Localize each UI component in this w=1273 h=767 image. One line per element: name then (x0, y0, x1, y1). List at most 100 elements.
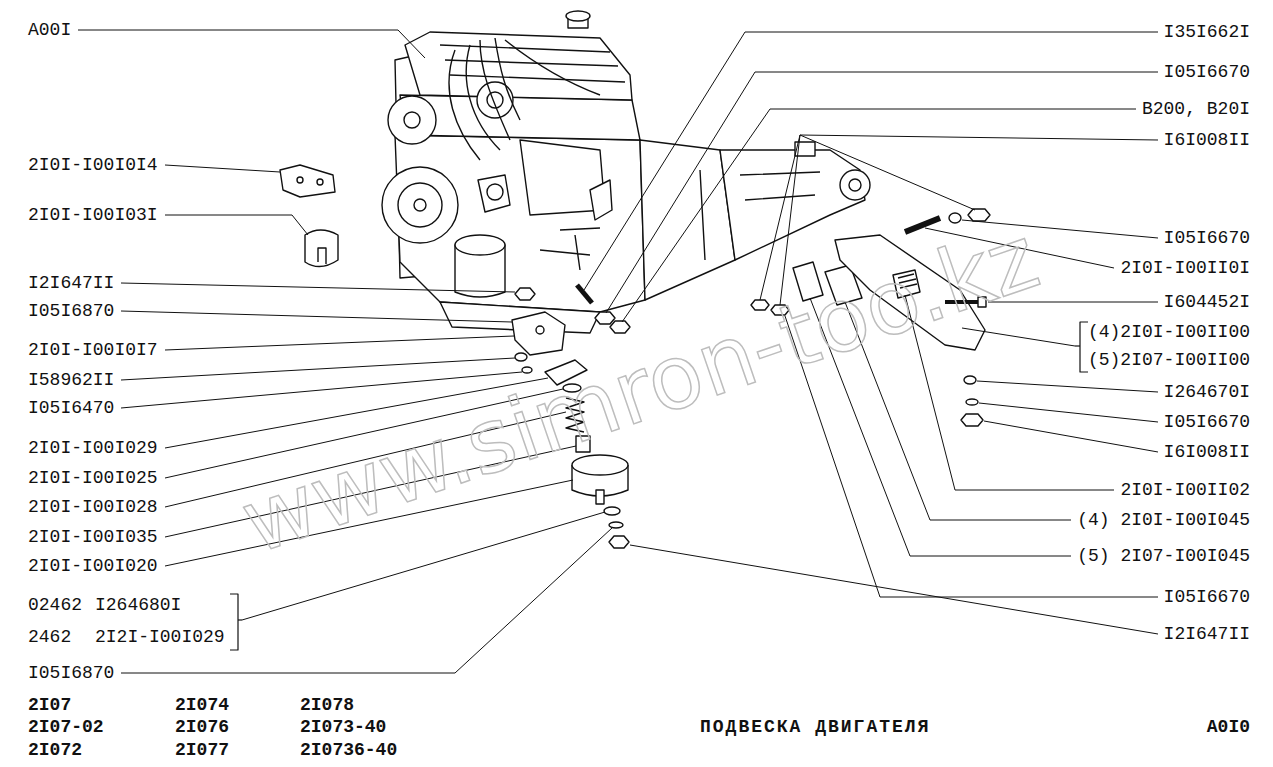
bracket (1075, 345, 1080, 346)
model-code: 2I0736-40 (300, 740, 397, 760)
part-number: 2I0I-I00I0I4 (28, 155, 158, 175)
bracket (230, 594, 238, 650)
rear-mount-parts (610, 321, 630, 333)
engine (440, 45, 625, 82)
leader-line (979, 403, 1158, 422)
front-mount-parts (280, 165, 335, 197)
leader-line (584, 32, 1158, 290)
part-number: I6I008II (1164, 130, 1250, 150)
rear-mount-parts (595, 312, 615, 324)
front-mount-parts (515, 288, 535, 300)
part-number: I264680I (95, 595, 181, 615)
part-number: I58962II (28, 370, 114, 390)
part-number: 2I0I-I00I035 (28, 527, 158, 547)
model-code: 2I078 (300, 695, 354, 715)
front-mount-parts (522, 367, 532, 373)
front-mount-parts (317, 179, 323, 185)
front-mount-parts (318, 248, 326, 264)
part-number: 2I2I-I00I029 (95, 627, 225, 647)
rear-mount-parts (964, 376, 976, 384)
leader-line (78, 30, 425, 58)
part-number: I2I647II (1164, 624, 1250, 644)
leader-line (121, 358, 515, 380)
engine (382, 167, 458, 243)
part-number: I6I008II (1164, 442, 1250, 462)
leader-line (165, 215, 308, 235)
part-number: I35I662I (1164, 22, 1250, 42)
part-number: 2I0I-I00I020 (28, 556, 158, 576)
part-number: B200, B20I (1142, 99, 1250, 119)
rear-mount-parts (966, 399, 978, 405)
sheet-code: A0I0 (1207, 717, 1250, 737)
leader-line (78, 30, 1158, 673)
front-mount-parts (604, 507, 620, 515)
part-number: 2I0I-I00I03I (28, 205, 158, 225)
front-mount-parts (596, 490, 604, 504)
part-number: I05I6670 (1164, 228, 1250, 248)
part-number: 2I0I-I00II02 (1120, 480, 1250, 500)
part-number: (5) 2I07-I00I045 (1077, 546, 1250, 566)
engine (455, 235, 505, 255)
part-number: (4) 2I0I-I00I045 (1077, 510, 1250, 530)
part-number: I05I6670 (1164, 587, 1250, 607)
model-code: 2I072 (28, 740, 82, 760)
engine (388, 96, 436, 144)
leader-line (165, 165, 280, 172)
front-mount-parts (609, 536, 629, 548)
part-number: 2I0I-I00I025 (28, 468, 158, 488)
part-number: I05I6670 (1164, 62, 1250, 82)
leader-line (121, 528, 612, 673)
part-number: 2462 (28, 627, 71, 647)
part-number: I05I6470 (28, 398, 114, 418)
part-number: (5)2I07-I00II00 (1088, 350, 1250, 370)
gearbox (840, 170, 870, 200)
part-number: I05I6870 (28, 301, 114, 321)
rear-mount-parts (949, 213, 961, 223)
engine (405, 32, 632, 100)
part-number: 2I0I-I00I028 (28, 497, 158, 517)
model-code: 2I07 (28, 695, 71, 715)
part-number: 2I0I-I00II0I (1120, 258, 1250, 278)
engine (487, 184, 503, 200)
model-code: 2I074 (175, 695, 229, 715)
engine (395, 135, 645, 312)
front-mount-parts (536, 326, 544, 334)
bracket (1080, 322, 1088, 372)
front-mount-parts (297, 177, 303, 183)
engine (398, 183, 442, 227)
part-number: I2I647II (28, 273, 114, 293)
leader-line (962, 328, 1075, 346)
rear-mount-parts (577, 285, 592, 303)
part-number: 2I0I-I00I0I7 (28, 340, 158, 360)
model-code: 2I077 (175, 740, 229, 760)
leader-line (977, 381, 1158, 392)
part-number: (4)2I0I-I00II00 (1088, 322, 1250, 342)
engine (477, 82, 513, 118)
engine (404, 112, 420, 128)
gearbox (849, 179, 861, 191)
engine (449, 38, 600, 160)
leader-line (121, 283, 515, 292)
front-mount-parts (609, 522, 623, 528)
model-code: 2I076 (175, 717, 229, 737)
part-number: 02462 (28, 595, 82, 615)
front-mount-parts (515, 353, 527, 361)
part-number: A00I (28, 20, 71, 40)
engine (414, 199, 426, 211)
leader-line (165, 336, 514, 350)
leader-line (984, 421, 1158, 452)
part-number: I05I6670 (1164, 412, 1250, 432)
part-number: 2I0I-I00I029 (28, 438, 158, 458)
engine (540, 228, 600, 270)
engine (478, 175, 510, 212)
engine (590, 180, 612, 220)
engine (382, 11, 645, 333)
part-number: I264670I (1164, 382, 1250, 402)
part-number: I604452I (1164, 292, 1250, 312)
part-number: I05I6870 (28, 663, 114, 683)
front-mount-parts (305, 230, 338, 267)
bracket (238, 619, 242, 620)
rear-mount-parts (961, 414, 983, 426)
model-code: 2I07-02 (28, 717, 104, 737)
